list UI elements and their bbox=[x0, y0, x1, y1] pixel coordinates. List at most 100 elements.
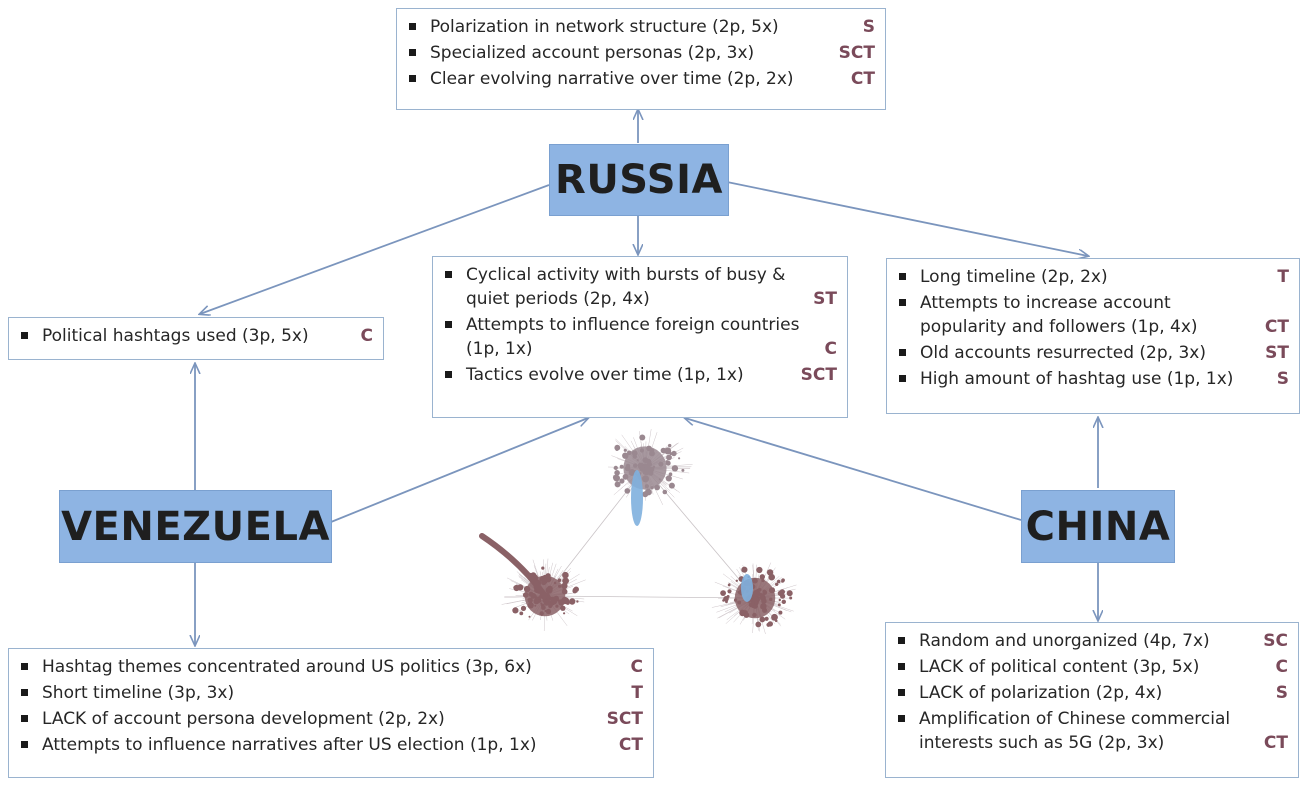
list-item: Short timeline (3p, 3x) T bbox=[21, 681, 643, 705]
square-bullet-icon bbox=[899, 375, 906, 382]
trait-text: LACK of account persona development (2p,… bbox=[42, 709, 445, 729]
square-bullet-icon bbox=[898, 663, 905, 670]
square-bullet-icon bbox=[21, 741, 28, 748]
trait-list: Hashtag themes concentrated around US po… bbox=[21, 655, 643, 757]
trait-code: CT bbox=[618, 735, 643, 755]
trait-code: S bbox=[1275, 683, 1288, 703]
trait-text: Polarization in network structure (2p, 5… bbox=[430, 17, 779, 37]
trait-text: Hashtag themes concentrated around US po… bbox=[42, 657, 532, 677]
russia-china-traits-box: Long timeline (2p, 2x) T Attempts to incre… bbox=[886, 258, 1300, 414]
trait-text: LACK of political content (3p, 5x) bbox=[919, 657, 1200, 677]
shared-traits-box: Cyclical activity with bursts of busy & … bbox=[432, 256, 848, 418]
edge-venezuela-to-center-box bbox=[330, 418, 588, 523]
cluster-link bbox=[544, 467, 646, 597]
trait-list: Polarization in network structure (2p, 5… bbox=[409, 15, 875, 91]
list-item: Political hashtags used (3p, 5x) C bbox=[21, 324, 373, 348]
trait-code: ST bbox=[813, 289, 837, 309]
square-bullet-icon bbox=[21, 332, 28, 339]
trait-text: Short timeline (3p, 3x) bbox=[42, 683, 235, 703]
trait-code: C bbox=[630, 657, 643, 677]
list-item: Cyclical activity with bursts of busy & … bbox=[445, 263, 837, 311]
trait-text: Old accounts resurrected (2p, 3x) bbox=[920, 343, 1206, 363]
trait-code: CT bbox=[1264, 317, 1289, 337]
list-item: High amount of hashtag use (1p, 1x)S bbox=[899, 367, 1289, 391]
trait-code: CT bbox=[1263, 733, 1288, 753]
trait-text: Cyclical activity with bursts of busy & … bbox=[466, 265, 786, 309]
node-russia: RUSSIA bbox=[549, 144, 729, 216]
trait-code: S bbox=[862, 17, 875, 37]
node-venezuela: VENEZUELA bbox=[59, 490, 332, 563]
trait-code: S bbox=[1276, 369, 1289, 389]
trait-code: SCT bbox=[606, 709, 643, 729]
trait-code: T bbox=[1277, 267, 1289, 287]
trait-code: T bbox=[631, 683, 643, 703]
edge-russia-to-right-box bbox=[726, 181, 1088, 256]
square-bullet-icon bbox=[899, 349, 906, 356]
list-item: Clear evolving narrative over time (2p, … bbox=[409, 67, 875, 91]
trait-text: Political hashtags used (3p, 5x) bbox=[42, 326, 309, 346]
node-cluster bbox=[711, 562, 797, 635]
square-bullet-icon bbox=[21, 715, 28, 722]
square-bullet-icon bbox=[899, 299, 906, 306]
russia-traits-box: Polarization in network structure (2p, 5… bbox=[396, 8, 886, 110]
list-item: Long timeline (2p, 2x) T bbox=[899, 265, 1289, 289]
trait-code: SC bbox=[1263, 631, 1288, 651]
china-traits-box: Random and unorganized (4p, 7x) SC LACK of… bbox=[885, 622, 1299, 778]
square-bullet-icon bbox=[898, 689, 905, 696]
list-item: Attempts to influence narratives after U… bbox=[21, 733, 643, 757]
edge-china-to-center-box bbox=[685, 418, 1022, 521]
square-bullet-icon bbox=[409, 49, 416, 56]
trait-text: Tactics evolve over time (1p, 1x) bbox=[466, 365, 744, 385]
square-bullet-icon bbox=[445, 371, 452, 378]
trait-text: Attempts to increase account popularity … bbox=[920, 293, 1198, 337]
square-bullet-icon bbox=[21, 689, 28, 696]
node-china: CHINA bbox=[1021, 490, 1175, 563]
trait-text: Long timeline (2p, 2x) bbox=[920, 267, 1108, 287]
square-bullet-icon bbox=[898, 637, 905, 644]
list-item: Attempts to increase account popularity … bbox=[899, 291, 1289, 339]
trait-list: Political hashtags used (3p, 5x) C bbox=[21, 324, 373, 348]
square-bullet-icon bbox=[445, 271, 452, 278]
trait-code: CT bbox=[850, 69, 875, 89]
list-item: Random and unorganized (4p, 7x) SC bbox=[898, 629, 1288, 653]
trait-text: Random and unorganized (4p, 7x) bbox=[919, 631, 1210, 651]
list-item: Attempts to influence foreign countries … bbox=[445, 313, 837, 361]
list-item: LACK of polarization (2p, 4x) S bbox=[898, 681, 1288, 705]
trait-list: Random and unorganized (4p, 7x) SC LACK of… bbox=[898, 629, 1288, 755]
trait-list: Cyclical activity with bursts of busy & … bbox=[445, 263, 837, 387]
trait-code: SCT bbox=[838, 43, 875, 63]
cluster-tail bbox=[479, 533, 548, 599]
edge-russia-to-left-box bbox=[200, 184, 550, 314]
trait-text: LACK of polarization (2p, 4x) bbox=[919, 683, 1163, 703]
list-item: Amplification of Chinese commercial inte… bbox=[898, 707, 1288, 755]
list-item: Tactics evolve over time (1p, 1x) SCT bbox=[445, 363, 837, 387]
list-item: Hashtag themes concentrated around US po… bbox=[21, 655, 643, 679]
square-bullet-icon bbox=[898, 715, 905, 722]
list-item: LACK of political content (3p, 5x)C bbox=[898, 655, 1288, 679]
trait-code: ST bbox=[1265, 343, 1289, 363]
list-item: LACK of account persona development (2p,… bbox=[21, 707, 643, 731]
trait-code: SCT bbox=[800, 365, 837, 385]
node-cluster bbox=[607, 429, 693, 526]
square-bullet-icon bbox=[409, 75, 416, 82]
trait-code: C bbox=[824, 339, 837, 359]
network-cluster-graphic bbox=[479, 429, 797, 635]
russia-venezuela-traits-box: Political hashtags used (3p, 5x) C bbox=[8, 317, 384, 360]
square-bullet-icon bbox=[21, 663, 28, 670]
trait-text: Specialized account personas (2p, 3x) bbox=[430, 43, 755, 63]
trait-text: Attempts to influence foreign countries … bbox=[466, 315, 800, 359]
cluster-link bbox=[644, 467, 756, 599]
venezuela-traits-box: Hashtag themes concentrated around US po… bbox=[8, 648, 654, 778]
list-item: Specialized account personas (2p, 3x) SCT bbox=[409, 41, 875, 65]
list-item: Old accounts resurrected (2p, 3x) ST bbox=[899, 341, 1289, 365]
cluster-link bbox=[544, 595, 756, 599]
trait-code: C bbox=[360, 326, 373, 346]
square-bullet-icon bbox=[445, 321, 452, 328]
trait-text: Clear evolving narrative over time (2p, … bbox=[430, 69, 794, 89]
trait-text: Attempts to influence narratives after U… bbox=[42, 735, 537, 755]
trait-text: Amplification of Chinese commercial inte… bbox=[919, 709, 1231, 753]
trait-list: Long timeline (2p, 2x) T Attempts to incre… bbox=[899, 265, 1289, 391]
square-bullet-icon bbox=[409, 23, 416, 30]
square-bullet-icon bbox=[899, 273, 906, 280]
